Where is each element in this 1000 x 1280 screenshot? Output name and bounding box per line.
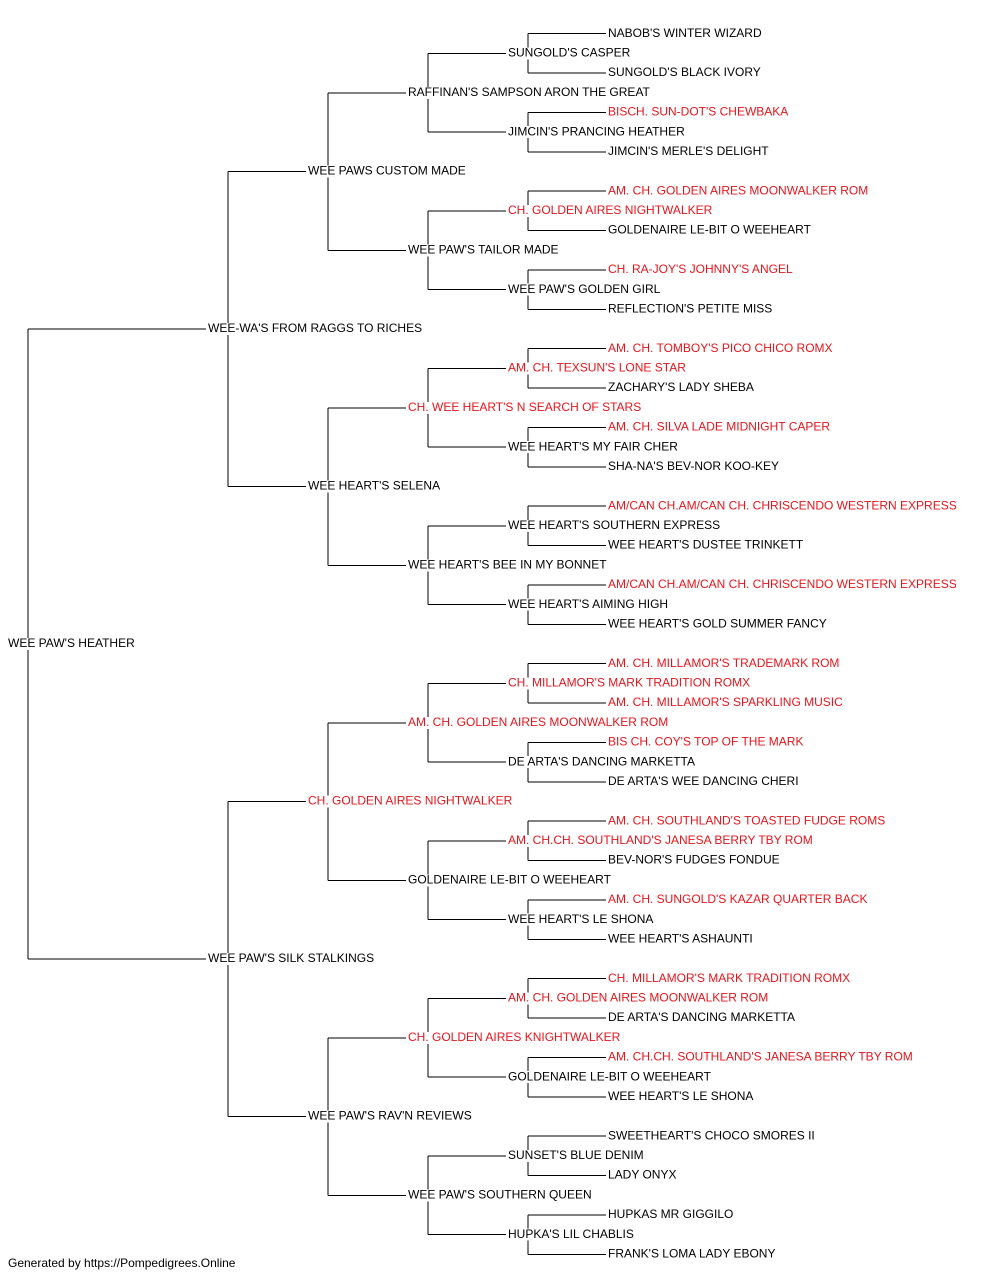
ggg-grandparent-name: BIS CH. COY'S TOP OF THE MARK (608, 735, 803, 749)
gg-grandparent-name: WEE PAW'S GOLDEN GIRL (508, 282, 661, 296)
great-grandparent-name: CH. WEE HEART'S N SEARCH OF STARS (408, 400, 641, 414)
ggg-grandparent-name: CH. RA-JOY'S JOHNNY'S ANGEL (608, 262, 793, 276)
ggg-grandparent-name: GOLDENAIRE LE-BIT O WEEHEART (608, 223, 812, 237)
great-grandparent-name: AM. CH. GOLDEN AIRES MOONWALKER ROM (408, 715, 668, 729)
ggg-grandparent-name: HUPKAS MR GIGGILO (608, 1207, 733, 1221)
ggg-grandparent-name: AM. CH. GOLDEN AIRES MOONWALKER ROM (608, 183, 868, 197)
gg-grandparent-name: GOLDENAIRE LE-BIT O WEEHEART (508, 1069, 712, 1083)
great-grandparent-name: WEE PAW'S TAILOR MADE (408, 242, 559, 256)
ggg-grandparent-name: SHA-NA'S BEV-NOR KOO-KEY (608, 459, 779, 473)
ggg-grandparent-name: REFLECTION'S PETITE MISS (608, 301, 772, 315)
ggg-grandparent-name: AM. CH. SILVA LADE MIDNIGHT CAPER (608, 420, 830, 434)
grandparent-name: WEE PAW'S RAV'N REVIEWS (308, 1109, 472, 1123)
ggg-grandparent-name: SWEETHEART'S CHOCO SMORES II (608, 1128, 815, 1142)
ggg-grandparent-name: AM. CH. MILLAMOR'S TRADEMARK ROM (608, 656, 839, 670)
pedigree-names: WEE PAW'S HEATHER WEE-WA'S FROM RAGGS TO … (8, 26, 957, 1261)
gg-grandparent-name: CH. MILLAMOR'S MARK TRADITION ROMX (508, 676, 750, 690)
ggg-grandparent-name: AM. CH. MILLAMOR'S SPARKLING MUSIC (608, 695, 843, 709)
gg-grandparent-name: WEE HEART'S LE SHONA (508, 912, 653, 926)
gg-grandparent-name: SUNSET'S BLUE DENIM (508, 1148, 644, 1162)
ggg-grandparent-name: LADY ONYX (608, 1168, 676, 1182)
ggg-grandparent-name: WEE HEART'S DUSTEE TRINKETT (608, 538, 804, 552)
ggg-grandparent-name: WEE HEART'S LE SHONA (608, 1089, 753, 1103)
ggg-grandparent-name: BEV-NOR'S FUDGES FONDUE (608, 853, 780, 867)
great-grandparent-name: CH. GOLDEN AIRES KNIGHTWALKER (408, 1030, 621, 1044)
gg-grandparent-name: WEE HEART'S MY FAIR CHER (508, 439, 678, 453)
ggg-grandparent-name: JIMCIN'S MERLE'S DELIGHT (608, 144, 769, 158)
ggg-grandparent-name: AM. CH. TOMBOY'S PICO CHICO ROMX (608, 341, 833, 355)
ggg-grandparent-name: SUNGOLD'S BLACK IVORY (608, 65, 761, 79)
gg-grandparent-name: SUNGOLD'S CASPER (508, 46, 631, 60)
ggg-grandparent-name: WEE HEART'S GOLD SUMMER FANCY (608, 616, 827, 630)
pedigree-connectors (27, 33, 606, 1255)
great-grandparent-name: WEE HEART'S BEE IN MY BONNET (408, 557, 607, 571)
ggg-grandparent-name: FRANK'S LOMA LADY EBONY (608, 1246, 775, 1260)
ggg-grandparent-name: CH. MILLAMOR'S MARK TRADITION ROMX (608, 971, 850, 985)
gg-grandparent-name: HUPKA'S LIL CHABLIS (508, 1227, 634, 1241)
gg-grandparent-name: CH. GOLDEN AIRES NIGHTWALKER (508, 203, 713, 217)
footer-credit: Generated by https://Pompedigrees.Online (8, 1256, 236, 1270)
gg-grandparent-name: AM. CH.CH. SOUTHLAND'S JANESA BERRY TBY … (508, 833, 813, 847)
parent-name: WEE PAW'S SILK STALKINGS (208, 951, 374, 965)
ggg-grandparent-name: WEE HEART'S ASHAUNTI (608, 931, 753, 945)
ggg-grandparent-name: AM/CAN CH.AM/CAN CH. CHRISCENDO WESTERN … (608, 498, 957, 512)
ggg-grandparent-name: BISCH. SUN-DOT'S CHEWBAKA (608, 105, 788, 119)
gg-grandparent-name: WEE HEART'S SOUTHERN EXPRESS (508, 518, 720, 532)
ggg-grandparent-name: NABOB'S WINTER WIZARD (608, 26, 762, 40)
ggg-grandparent-name: DE ARTA'S WEE DANCING CHERI (608, 774, 799, 788)
gg-grandparent-name: WEE HEART'S AIMING HIGH (508, 597, 668, 611)
gg-grandparent-name: AM. CH. TEXSUN'S LONE STAR (508, 361, 686, 375)
great-grandparent-name: RAFFINAN'S SAMPSON ARON THE GREAT (408, 85, 651, 99)
subject-name: WEE PAW'S HEATHER (8, 636, 135, 650)
grandparent-name: WEE PAWS CUSTOM MADE (308, 164, 466, 178)
gg-grandparent-name: DE ARTA'S DANCING MARKETTA (508, 754, 695, 768)
gg-grandparent-name: AM. CH. GOLDEN AIRES MOONWALKER ROM (508, 991, 768, 1005)
ggg-grandparent-name: DE ARTA'S DANCING MARKETTA (608, 1010, 795, 1024)
ggg-grandparent-name: AM/CAN CH.AM/CAN CH. CHRISCENDO WESTERN … (608, 577, 957, 591)
gg-grandparent-name: JIMCIN'S PRANCING HEATHER (508, 124, 685, 138)
great-grandparent-name: GOLDENAIRE LE-BIT O WEEHEART (408, 872, 612, 886)
ggg-grandparent-name: ZACHARY'S LADY SHEBA (608, 380, 754, 394)
parent-name: WEE-WA'S FROM RAGGS TO RICHES (208, 321, 422, 335)
great-grandparent-name: WEE PAW'S SOUTHERN QUEEN (408, 1187, 592, 1201)
ggg-grandparent-name: AM. CH. SOUTHLAND'S TOASTED FUDGE ROMS (608, 813, 885, 827)
grandparent-name: CH. GOLDEN AIRES NIGHTWALKER (308, 794, 513, 808)
ggg-grandparent-name: AM. CH. SUNGOLD'S KAZAR QUARTER BACK (608, 892, 867, 906)
ggg-grandparent-name: AM. CH.CH. SOUTHLAND'S JANESA BERRY TBY … (608, 1050, 913, 1064)
grandparent-name: WEE HEART'S SELENA (308, 479, 440, 493)
